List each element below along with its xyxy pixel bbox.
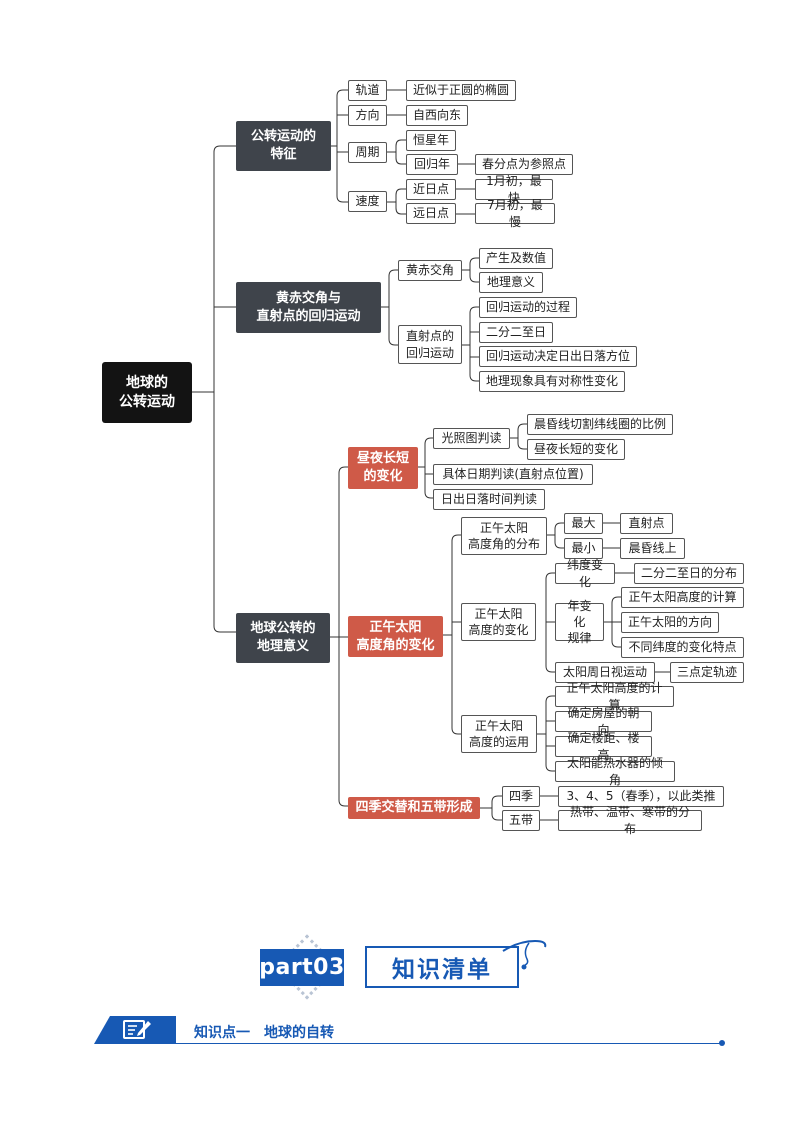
node-altitude-change: 正午太阳 高度的变化 [461, 603, 536, 641]
node-use-spacing: 确定楼距、楼高 [555, 731, 652, 762]
branch-geographic-significance: 地球公转的 地理意义 [236, 613, 330, 663]
node-annual-change: 年变化 规律 [555, 599, 604, 645]
section-underline-dot [719, 1040, 725, 1046]
notebook-pencil-icon [123, 1020, 151, 1039]
node-orbit-value: 近似于正圆的椭圆 [406, 80, 516, 101]
node-annual-latitude: 不同纬度的变化特点 [621, 637, 744, 658]
node-five-zones-value: 热带、温带、寒带的分布 [558, 805, 702, 836]
node-terminator-ratio: 晨昏线切割纬线圈的比例 [527, 414, 673, 435]
node-daily-motion-value: 三点定轨迹 [670, 662, 744, 683]
node-use-heater: 太阳能热水器的倾角 [555, 756, 675, 787]
node-obliquity-origin: 产生及数值 [479, 248, 553, 269]
node-seasons-zones: 四季交替和五带形成 [348, 797, 480, 819]
node-day-length-change: 昼夜长短的变化 [527, 439, 625, 460]
node-max: 最大 [564, 513, 603, 534]
node-subsolar-migration: 直射点的 回归运动 [398, 325, 462, 364]
connector-lines [192, 89, 670, 821]
node-direction: 方向 [348, 105, 387, 126]
node-aphelion-value: 7月初，最慢 [475, 198, 555, 229]
section-underline [176, 1043, 721, 1044]
node-sunrise-time: 日出日落时间判读 [433, 489, 545, 510]
node-latitude-change: 纬度变化 [555, 558, 615, 589]
section-title: 知识点一 地球的自转 [194, 1025, 334, 1041]
node-annual-direction: 正午太阳的方向 [621, 612, 719, 633]
node-illumination-map: 光照图判读 [433, 428, 510, 449]
node-noon-sun-altitude: 正午太阳 高度角的变化 [348, 616, 443, 657]
node-four-seasons-value: 3、4、5（春季），以此类推 [558, 786, 724, 807]
node-sunrise-direction: 回归运动决定日出日落方位 [479, 346, 637, 367]
node-perihelion-value: 1月初，最快 [475, 174, 553, 205]
node-tropical-year: 回归年 [406, 154, 458, 175]
node-latitude-value: 二分二至日的分布 [634, 563, 744, 584]
node-sidereal-year: 恒星年 [406, 130, 456, 151]
node-min: 最小 [564, 538, 603, 559]
node-orbit: 轨道 [348, 80, 387, 101]
node-equinox-solstice: 二分二至日 [479, 322, 553, 343]
part-banner: part03 知识清单 [244, 934, 554, 1000]
node-use-orientation: 确定房屋的朝向 [555, 706, 652, 737]
node-obliquity-meaning: 地理意义 [479, 272, 543, 293]
node-period: 周期 [348, 142, 387, 163]
part-title-label: 知识清单 [365, 946, 519, 988]
node-daily-motion: 太阳周日视运动 [555, 662, 655, 683]
node-altitude-distribution: 正午太阳 高度角的分布 [461, 517, 547, 555]
node-direction-value: 自西向东 [406, 105, 468, 126]
node-min-value: 晨昏线上 [620, 538, 685, 559]
branch-obliquity: 黄赤交角与 直射点的回归运动 [236, 282, 381, 333]
node-day-length: 昼夜长短 的变化 [348, 447, 418, 489]
node-date-reading: 具体日期判读(直射点位置) [433, 464, 593, 485]
node-symmetry: 地理现象具有对称性变化 [479, 371, 625, 392]
node-annual-calc: 正午太阳高度的计算 [621, 587, 744, 608]
node-use-calc: 正午太阳高度的计算 [555, 681, 674, 712]
branch-orbit-features: 公转运动的 特征 [236, 121, 331, 171]
node-obliquity: 黄赤交角 [398, 260, 462, 281]
node-tropical-value: 春分点为参照点 [475, 154, 573, 175]
node-five-zones: 五带 [502, 810, 540, 831]
node-migration-process: 回归运动的过程 [479, 297, 577, 318]
node-four-seasons: 四季 [502, 786, 540, 807]
root-node: 地球的 公转运动 [102, 362, 192, 423]
node-perihelion: 近日点 [406, 179, 456, 200]
part-number-badge: part03 [259, 949, 344, 986]
node-aphelion: 远日点 [406, 203, 456, 224]
node-altitude-use: 正午太阳 高度的运用 [461, 715, 537, 753]
node-speed: 速度 [348, 191, 387, 212]
swirl-ornament-icon [502, 939, 547, 970]
node-max-value: 直射点 [620, 513, 673, 534]
section-header: 知识点一 地球的自转 [94, 1014, 734, 1048]
